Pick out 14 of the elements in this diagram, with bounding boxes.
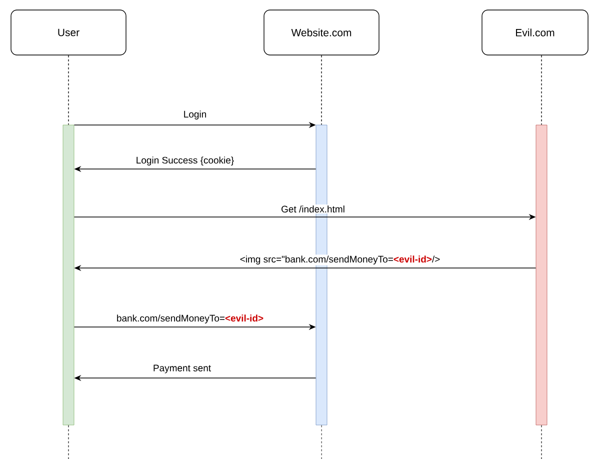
participant-box: Evil.com (482, 10, 588, 56)
message-label: Login (184, 110, 206, 120)
lifeline (321, 55, 322, 126)
participant-box: Website.com (264, 10, 380, 56)
message-label: Login Success {cookie} (136, 156, 234, 166)
message-label: Get /index.html (282, 206, 344, 212)
participant-box: User (10, 10, 126, 56)
lifeline (68, 55, 69, 126)
activation-bar (536, 124, 548, 426)
lifeline (541, 55, 542, 126)
message-label: bank.com/sendMoneyTo=<evil-id> (117, 314, 264, 324)
message-label: Payment sent (154, 364, 211, 374)
message-label: <img src="bank.com/sendMoneyTo=<evil-id>/> (240, 256, 440, 264)
activation-bar (62, 124, 74, 426)
